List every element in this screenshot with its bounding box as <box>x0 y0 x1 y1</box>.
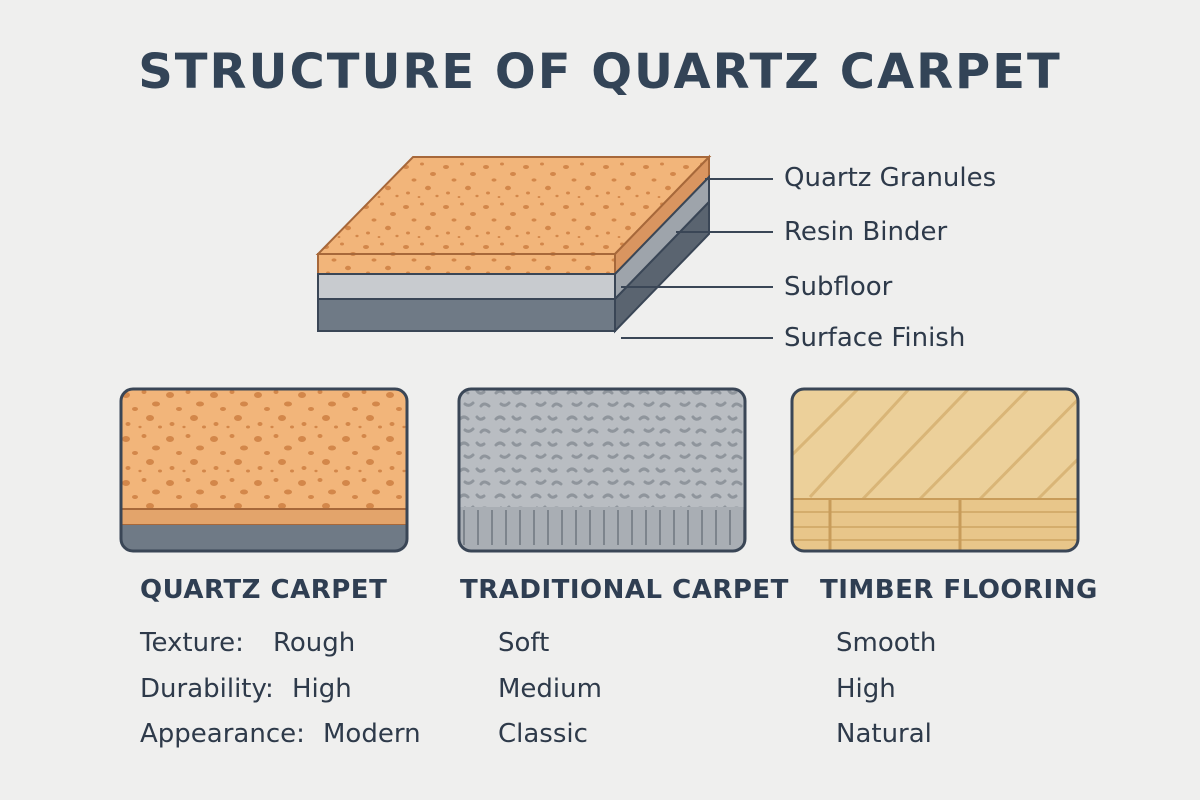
traditional-carpet-sample <box>457 387 747 553</box>
quartz-carpet-sample <box>119 387 409 553</box>
property-value: Rough <box>273 628 356 658</box>
layer-label-surface-finish: Surface Finish <box>784 323 966 353</box>
column-title-traditional-carpet: TRADITIONAL CARPET <box>460 575 789 605</box>
property-value: Modern <box>323 719 421 749</box>
column-title-timber-flooring: TIMBER FLOORING <box>820 575 1098 605</box>
quartz-durability-row: Durability: High <box>140 674 352 704</box>
traditional-texture-value: Soft <box>498 628 550 658</box>
layer-block-illustration <box>315 154 712 334</box>
quartz-appearance-row: Appearance: Modern <box>140 719 421 749</box>
property-value: High <box>292 674 352 704</box>
property-key: Texture: <box>140 628 244 658</box>
column-title-quartz-carpet: QUARTZ CARPET <box>140 575 388 605</box>
layer-label-subfloor: Subfloor <box>784 272 893 302</box>
leader-line-resin <box>676 231 773 233</box>
timber-appearance-value: Natural <box>836 719 932 749</box>
traditional-durability-value: Medium <box>498 674 602 704</box>
timber-durability-value: High <box>836 674 896 704</box>
property-key: Durability: <box>140 674 274 704</box>
leader-line-subfloor <box>621 286 773 288</box>
traditional-appearance-value: Classic <box>498 719 588 749</box>
timber-texture-value: Smooth <box>836 628 937 658</box>
layer-label-resin-binder: Resin Binder <box>784 217 948 247</box>
base-layer-front <box>317 298 616 332</box>
page-title: STRUCTURE OF QUARTZ CARPET <box>138 44 1062 100</box>
leader-line-quartz <box>705 178 773 180</box>
resin-layer-front <box>317 273 616 300</box>
quartz-texture-row: Texture: Rough <box>140 628 355 658</box>
layer-label-quartz-granules: Quartz Granules <box>784 163 997 193</box>
leader-line-finish <box>621 337 773 339</box>
quartz-front-face <box>317 253 616 275</box>
property-key: Appearance: <box>140 719 305 749</box>
timber-flooring-sample <box>790 387 1080 553</box>
